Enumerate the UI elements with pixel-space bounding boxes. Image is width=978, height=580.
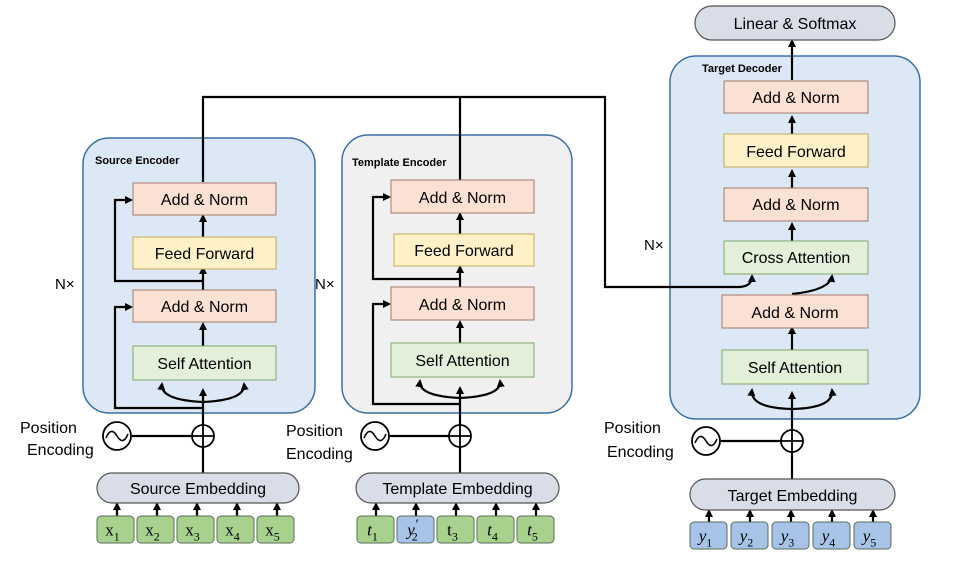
- token-template_encoder-2-label: y′2: [405, 518, 419, 544]
- token-source_encoder-4: [216, 515, 255, 544]
- token-target_decoder-3: [771, 521, 810, 550]
- token-target_decoder-1: [689, 521, 728, 550]
- source-add-norm-top-label: Add & Norm: [161, 192, 248, 209]
- template-repeat-label: N×: [315, 276, 335, 293]
- token-target_decoder-4: [812, 521, 851, 550]
- token-template_encoder-5-label: t5: [527, 521, 538, 544]
- template-feed-forward: [393, 233, 535, 267]
- source-add-norm-top: [132, 182, 277, 216]
- template-token-row: t1 y′2 t3 t4 t5: [356, 515, 555, 544]
- template-self-attention: [390, 342, 535, 378]
- target-embedding: [689, 478, 896, 511]
- connection-lines: [113, 39, 877, 524]
- target-position-encoding: Position Encoding: [604, 420, 804, 461]
- token-template_encoder-2: [396, 515, 435, 544]
- target-embedding-label: Target Embedding: [728, 488, 858, 505]
- token-template_encoder-5: [516, 515, 555, 544]
- decoder-add-norm-top: [723, 80, 869, 114]
- decoder-cross-attention: [723, 240, 869, 275]
- token-target_decoder-5: [853, 521, 892, 550]
- template-embedding-label: Template Embedding: [382, 481, 532, 498]
- token-source_encoder-5: [256, 515, 295, 544]
- source-embedding-label: Source Embedding: [130, 481, 266, 498]
- token-source_encoder-1: [96, 515, 135, 544]
- token-source_encoder-3: [176, 515, 215, 544]
- token-template_encoder-3-label: t3: [447, 521, 458, 544]
- source-embedding: [96, 472, 300, 504]
- target-decoder-title: Target Decoder: [702, 63, 783, 75]
- source-self-attention: [132, 345, 277, 381]
- source-position-label-line1: Position: [20, 420, 77, 437]
- source-position-label-line2: Encoding: [27, 442, 94, 459]
- decoder-feed-forward-label: Feed Forward: [746, 144, 846, 161]
- source-feed-forward-label: Feed Forward: [155, 246, 255, 263]
- source-feed-forward: [132, 236, 277, 270]
- token-target_decoder-2: [730, 521, 769, 550]
- template-add-norm-top: [390, 179, 535, 214]
- source-position-encoding: Position Encoding: [20, 420, 215, 459]
- output-linear-softmax: [694, 5, 896, 41]
- token-template_encoder-4-label: t4: [487, 521, 498, 544]
- decoder-cross-attention-label: Cross Attention: [742, 250, 851, 267]
- target-position-label-line1: Position: [604, 420, 661, 437]
- template-embedding: [355, 472, 560, 504]
- token-template_encoder-4: [476, 515, 515, 544]
- template-position-label-line2: Encoding: [286, 446, 353, 463]
- token-template_encoder-3: [436, 515, 475, 544]
- source-add-norm-bottom: [132, 289, 277, 323]
- template-position-label-line1: Position: [286, 423, 343, 440]
- decoder-add-norm-mid: [723, 187, 869, 222]
- decoder-repeat-label: N×: [644, 237, 664, 254]
- source-self-attention-label: Self Attention: [157, 356, 251, 373]
- source-add-norm-bottom-label: Add & Norm: [161, 299, 248, 316]
- template-add-norm-bottom-label: Add & Norm: [419, 297, 506, 314]
- template-add-norm-bottom: [390, 286, 535, 321]
- decoder-add-norm-mid-label: Add & Norm: [752, 197, 839, 214]
- decoder-self-attention-label: Self Attention: [748, 360, 842, 377]
- template-position-encoding: Position Encoding: [286, 421, 472, 463]
- template-add-norm-top-label: Add & Norm: [419, 190, 506, 207]
- target-position-label-line2: Encoding: [607, 444, 674, 461]
- source-encoder-title: Source Encoder: [95, 155, 180, 167]
- template-feed-forward-label: Feed Forward: [414, 243, 514, 260]
- token-template_encoder-1: [356, 515, 395, 544]
- decoder-feed-forward: [723, 133, 869, 168]
- template-encoder-title: Template Encoder: [352, 157, 447, 169]
- output-linear-softmax-label: Linear & Softmax: [734, 16, 857, 33]
- decoder-add-norm-bottom-label: Add & Norm: [751, 305, 838, 322]
- decoder-self-attention: [721, 349, 869, 385]
- token-source_encoder-2: [136, 515, 175, 544]
- template-self-attention-label: Self Attention: [415, 353, 509, 370]
- decoder-add-norm-top-label: Add & Norm: [752, 90, 839, 107]
- decoder-add-norm-bottom: [721, 294, 869, 329]
- source-repeat-label: N×: [55, 276, 75, 293]
- token-template_encoder-1-label: t1: [367, 521, 378, 544]
